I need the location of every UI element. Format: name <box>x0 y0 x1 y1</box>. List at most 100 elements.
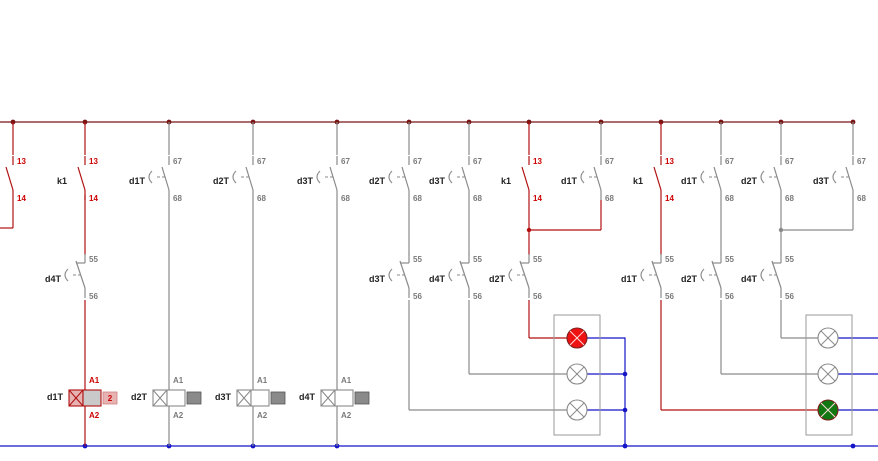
lamp-off-icon <box>566 363 588 385</box>
contact-d4T-nc-bank2-label: d4T <box>741 274 758 284</box>
contact-d3T <box>316 156 338 200</box>
contact-k1-bank2-label: k1 <box>633 176 643 186</box>
contact-d2T-bank1-pin-top: 67 <box>413 157 422 166</box>
contact-d2T-bank1-pin-bottom: 68 <box>413 194 422 203</box>
contact-d3T-nc-bank1-pin-bottom: 56 <box>413 292 422 301</box>
contact-d3T-bank1-pin-bottom: 68 <box>473 194 482 203</box>
lamp-bank-2 <box>805 314 853 436</box>
lamp-off-icon <box>817 327 839 349</box>
contact-d2T-bank1 <box>388 156 410 200</box>
contact-k1-bank2 <box>653 156 662 200</box>
coil-d4T-pin-a1: A1 <box>341 376 352 385</box>
contact-d3T-bank1-pin-top: 67 <box>473 157 482 166</box>
lamp-off-icon <box>566 399 588 421</box>
contact-d1T-bank1-label: d1T <box>561 176 578 186</box>
junction-dot <box>850 443 856 449</box>
contact-d2T-nc-bank1-label: d2T <box>489 274 506 284</box>
contact-d3T-bank2-pin-top: 67 <box>857 157 866 166</box>
contact-k1-partial <box>5 156 14 200</box>
contact-d1T-nc-bank2-pin-top: 55 <box>665 255 674 264</box>
contact-d2T-label: d2T <box>213 176 230 186</box>
contact-d2T-bank2-label: d2T <box>741 176 758 186</box>
coil-d3T <box>236 372 286 418</box>
contact-d3T-pin-bottom: 68 <box>341 194 350 203</box>
coil-d4T-pin-a2: A2 <box>341 411 352 420</box>
contact-d2T-bank2-pin-bottom: 68 <box>785 194 794 203</box>
contact-d1T-pin-top: 67 <box>173 157 182 166</box>
contact-d2T-nc-bank1 <box>508 254 530 298</box>
contact-k1-bank1-pin-bottom: 14 <box>533 194 542 203</box>
contact-k1-bank2-pin-bottom: 14 <box>665 194 674 203</box>
contact-d3T-bank2-label: d3T <box>813 176 830 186</box>
contact-k1-partial-pin-bottom: 14 <box>17 194 26 203</box>
contact-d2T-bank2 <box>760 156 782 200</box>
coil-d4T-indicator <box>354 391 370 405</box>
contact-d2T-nc-bank2-label: d2T <box>681 274 698 284</box>
contact-d1T-pin-bottom: 68 <box>173 194 182 203</box>
contact-k1-partial-pin-top: 13 <box>17 157 26 166</box>
contact-d3T-nc-bank1-label: d3T <box>369 274 386 284</box>
junction-dot <box>622 407 628 413</box>
contact-d1T-bank2-pin-top: 67 <box>725 157 734 166</box>
coil-d1T-count: 2 <box>108 394 113 403</box>
coil-d3T-label: d3T <box>215 392 232 402</box>
contact-d4T-nc-bank1-pin-bottom: 56 <box>473 292 482 301</box>
contact-d3T-bank2 <box>832 156 854 200</box>
contact-d2T-bank1-label: d2T <box>369 176 386 186</box>
contact-d3T-bank1 <box>448 156 470 200</box>
contact-d1T-bank2-pin-bottom: 68 <box>725 194 734 203</box>
contact-d1T-bank1-pin-top: 67 <box>605 157 614 166</box>
coil-d2T-pin-a2: A2 <box>173 411 184 420</box>
contact-d1T-label: d1T <box>129 176 146 186</box>
coil-d4T-label: d4T <box>299 392 316 402</box>
coil-d2T-label: d2T <box>131 392 148 402</box>
wires <box>0 119 878 449</box>
contact-d4T-nc-bank1-label: d4T <box>429 274 446 284</box>
contact-d2T-nc-bank2 <box>700 254 722 298</box>
junction-dot <box>622 371 628 377</box>
contact-d3T-bank2-pin-bottom: 68 <box>857 194 866 203</box>
contact-d2T-bank2-pin-top: 67 <box>785 157 794 166</box>
contact-d1T-nc-bank2 <box>640 254 662 298</box>
contact-d1T-bank1 <box>580 156 602 200</box>
contact-d2T-pin-bottom: 68 <box>257 194 266 203</box>
lamp-red-icon <box>566 327 588 349</box>
coil-d3T-pin-a1: A1 <box>257 376 268 385</box>
coil-d2T-indicator <box>186 391 202 405</box>
contact-d3T-nc-bank1 <box>388 254 410 298</box>
contact-d2T <box>232 156 254 200</box>
contact-d2T-nc-bank1-pin-top: 55 <box>533 255 542 264</box>
contact-d4T-nc-label: d4T <box>45 274 62 284</box>
contact-k1 <box>77 156 86 200</box>
coil-d3T-indicator <box>270 391 286 405</box>
lamp-off-icon <box>817 363 839 385</box>
components <box>5 156 854 436</box>
coil-d1T-label: d1T <box>47 392 64 402</box>
contact-d2T-nc-bank1-pin-bottom: 56 <box>533 292 542 301</box>
contact-d3T-bank1-label: d3T <box>429 176 446 186</box>
contact-d4T-nc-bank2-pin-top: 55 <box>785 255 794 264</box>
coil-d2T-pin-a1: A1 <box>173 376 184 385</box>
contact-d1T-bank1-pin-bottom: 68 <box>605 194 614 203</box>
contact-k1-pin-bottom: 14 <box>89 194 98 203</box>
contact-d1T-nc-bank2-label: d1T <box>621 274 638 284</box>
contact-d1T <box>148 156 170 200</box>
contact-d4T-nc-bank1 <box>448 254 470 298</box>
lamp-green-icon <box>817 399 839 421</box>
contact-d4T-nc-pin-bottom: 56 <box>89 292 98 301</box>
contact-d3T-label: d3T <box>297 176 314 186</box>
contact-d4T-nc-bank1-pin-top: 55 <box>473 255 482 264</box>
contact-d4T-nc-bank2-pin-bottom: 56 <box>785 292 794 301</box>
contact-k1-bank2-pin-top: 13 <box>665 157 674 166</box>
contact-d2T-nc-bank2-pin-top: 55 <box>725 255 734 264</box>
lamp-return-wire <box>587 337 626 446</box>
coil-d1T-pin-a2: A2 <box>89 411 100 420</box>
contact-d3T-nc-bank1-pin-top: 55 <box>413 255 422 264</box>
coil-d4T <box>320 372 370 418</box>
coil-d1T <box>68 372 118 418</box>
contact-d3T-pin-top: 67 <box>341 157 350 166</box>
contact-d2T-pin-top: 67 <box>257 157 266 166</box>
contact-d1T-nc-bank2-pin-bottom: 56 <box>665 292 674 301</box>
contact-k1-bank1-pin-top: 13 <box>533 157 542 166</box>
